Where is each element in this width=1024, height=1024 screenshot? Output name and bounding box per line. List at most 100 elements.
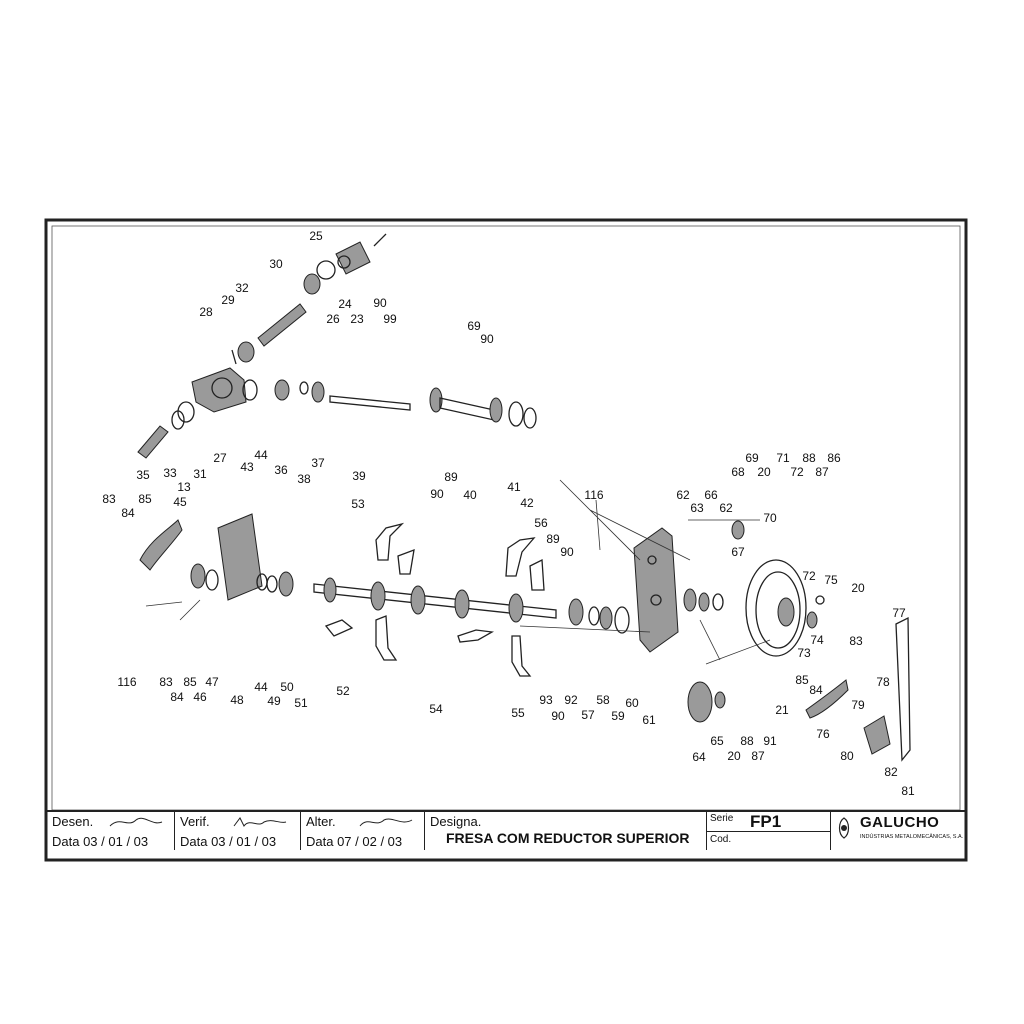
part-number-37: 37 [311, 456, 325, 470]
part-number-87: 87 [751, 749, 765, 763]
serie-cell: Serie FP1 Cod. [706, 812, 831, 850]
designa-cell: Designa. FRESA COM REDUCTOR SUPERIOR [424, 812, 707, 850]
part-number-88: 88 [740, 734, 754, 748]
verif-signature [233, 817, 287, 827]
part-number-38: 38 [297, 472, 311, 486]
part-number-53: 53 [351, 497, 365, 511]
part-number-89: 89 [546, 532, 560, 546]
part-number-67: 67 [731, 545, 745, 559]
part-number-63: 63 [690, 501, 704, 515]
alter-signature [359, 818, 413, 827]
part-number-83: 83 [849, 634, 863, 648]
part-number-31: 31 [193, 467, 207, 481]
part-number-77: 77 [892, 606, 906, 620]
part-number-60: 60 [625, 696, 639, 710]
part-number-41: 41 [507, 480, 521, 494]
leader-lines [145, 479, 771, 665]
part-number-46: 46 [193, 690, 207, 704]
part-number-39: 39 [352, 469, 366, 483]
title-block: Desen. Data 03 / 01 / 03 Verif. Data 03 … [46, 810, 966, 852]
part-number-43: 43 [240, 460, 254, 474]
part-number-66: 66 [704, 488, 718, 502]
part-number-78: 78 [876, 675, 890, 689]
part-number-52: 52 [336, 684, 350, 698]
part-number-79: 79 [851, 698, 865, 712]
part-number-91: 91 [763, 734, 777, 748]
part-number-29: 29 [221, 293, 235, 307]
part-number-32: 32 [235, 281, 249, 295]
upper-gearbox-assembly [137, 233, 537, 459]
designation-text: FRESA COM REDUCTOR SUPERIOR [446, 830, 690, 846]
part-number-69: 69 [745, 451, 759, 465]
part-number-116: 116 [117, 675, 136, 689]
part-number-84: 84 [170, 690, 184, 704]
part-number-61: 61 [642, 713, 656, 727]
part-number-82: 82 [884, 765, 898, 779]
part-number-87: 87 [815, 465, 829, 479]
part-number-75: 75 [824, 573, 838, 587]
company-cell: GALUCHO INDÚSTRIAS METALOMECÂNICAS, S.A. [830, 812, 966, 850]
part-number-33: 33 [163, 466, 177, 480]
part-number-24: 24 [338, 297, 352, 311]
part-number-84: 84 [121, 506, 135, 520]
part-number-51: 51 [294, 696, 308, 710]
part-number-45: 45 [173, 495, 187, 509]
desen-label: Desen. [52, 814, 94, 829]
alter-label: Alter. [306, 814, 336, 829]
alter-date: Data 07 / 02 / 03 [306, 834, 403, 849]
part-number-26: 26 [326, 312, 340, 326]
part-number-27: 27 [213, 451, 227, 465]
part-number-54: 54 [429, 702, 443, 716]
part-number-21: 21 [775, 703, 789, 717]
part-number-84: 84 [809, 683, 823, 697]
part-number-90: 90 [560, 545, 574, 559]
part-number-73: 73 [797, 646, 811, 660]
part-number-68: 68 [731, 465, 745, 479]
part-number-80: 80 [840, 749, 854, 763]
part-number-23: 23 [350, 312, 364, 326]
part-number-20: 20 [727, 749, 741, 763]
part-number-74: 74 [810, 633, 824, 647]
part-number-36: 36 [274, 463, 288, 477]
serie-label: Serie [710, 813, 734, 824]
part-number-90: 90 [430, 487, 444, 501]
part-number-30: 30 [269, 257, 283, 271]
part-number-56: 56 [534, 516, 548, 530]
part-number-59: 59 [611, 709, 625, 723]
part-number-90: 90 [551, 709, 565, 723]
desen-date: Data 03 / 01 / 03 [52, 834, 149, 849]
part-number-13: 13 [177, 480, 191, 494]
part-number-88: 88 [802, 451, 816, 465]
part-number-70: 70 [763, 511, 777, 525]
part-number-64: 64 [692, 750, 706, 764]
part-number-90: 90 [480, 332, 494, 346]
verif-date: Data 03 / 01 / 03 [180, 834, 277, 849]
part-number-71: 71 [776, 451, 790, 465]
part-number-85: 85 [795, 673, 809, 687]
part-number-48: 48 [230, 693, 244, 707]
part-number-72: 72 [802, 569, 816, 583]
part-number-69: 69 [467, 319, 481, 333]
part-number-85: 85 [183, 675, 197, 689]
company-subtitle: INDÚSTRIAS METALOMECÂNICAS, S.A. [860, 834, 964, 840]
part-number-44: 44 [254, 448, 268, 462]
part-number-65: 65 [710, 734, 724, 748]
part-number-40: 40 [463, 488, 477, 502]
serie-divider [706, 831, 830, 832]
serie-value: FP1 [750, 812, 782, 831]
cod-label: Cod. [710, 834, 732, 845]
part-number-57: 57 [581, 708, 595, 722]
part-number-44: 44 [254, 680, 268, 694]
part-number-93: 93 [539, 693, 553, 707]
part-number-76: 76 [816, 727, 830, 741]
part-number-28: 28 [199, 305, 213, 319]
part-number-58: 58 [596, 693, 610, 707]
part-number-85: 85 [138, 492, 152, 506]
part-number-42: 42 [520, 496, 534, 510]
drawing-frame-inner [51, 225, 961, 811]
part-number-89: 89 [444, 470, 458, 484]
part-number-25: 25 [309, 229, 323, 243]
alter-cell: Alter. Data 07 / 02 / 03 [300, 812, 425, 850]
